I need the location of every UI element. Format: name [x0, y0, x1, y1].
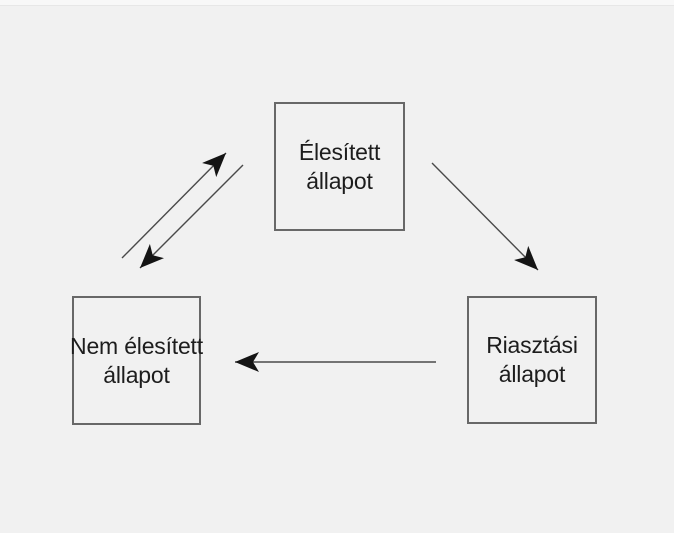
node-label-line: Élesített — [298, 138, 381, 165]
arrow-armed-to-alarm — [431, 162, 539, 271]
arrow-disarmed-to-armed — [121, 152, 227, 259]
arrow-armed-to-disarmed — [139, 164, 244, 269]
node-alarm-state: Riasztási állapot — [467, 296, 597, 424]
node-label-line: állapot — [498, 361, 566, 387]
top-edge-strip — [0, 0, 674, 6]
node-label-line: állapot — [306, 167, 373, 194]
node-label-line: Riasztási — [486, 332, 578, 358]
node-armed-state: Élesített állapot — [274, 102, 405, 231]
node-label-line: állapot — [103, 361, 170, 388]
node-label-line: Nem élesített — [70, 332, 203, 359]
node-disarmed-state: Nem élesített állapot — [70, 296, 203, 425]
